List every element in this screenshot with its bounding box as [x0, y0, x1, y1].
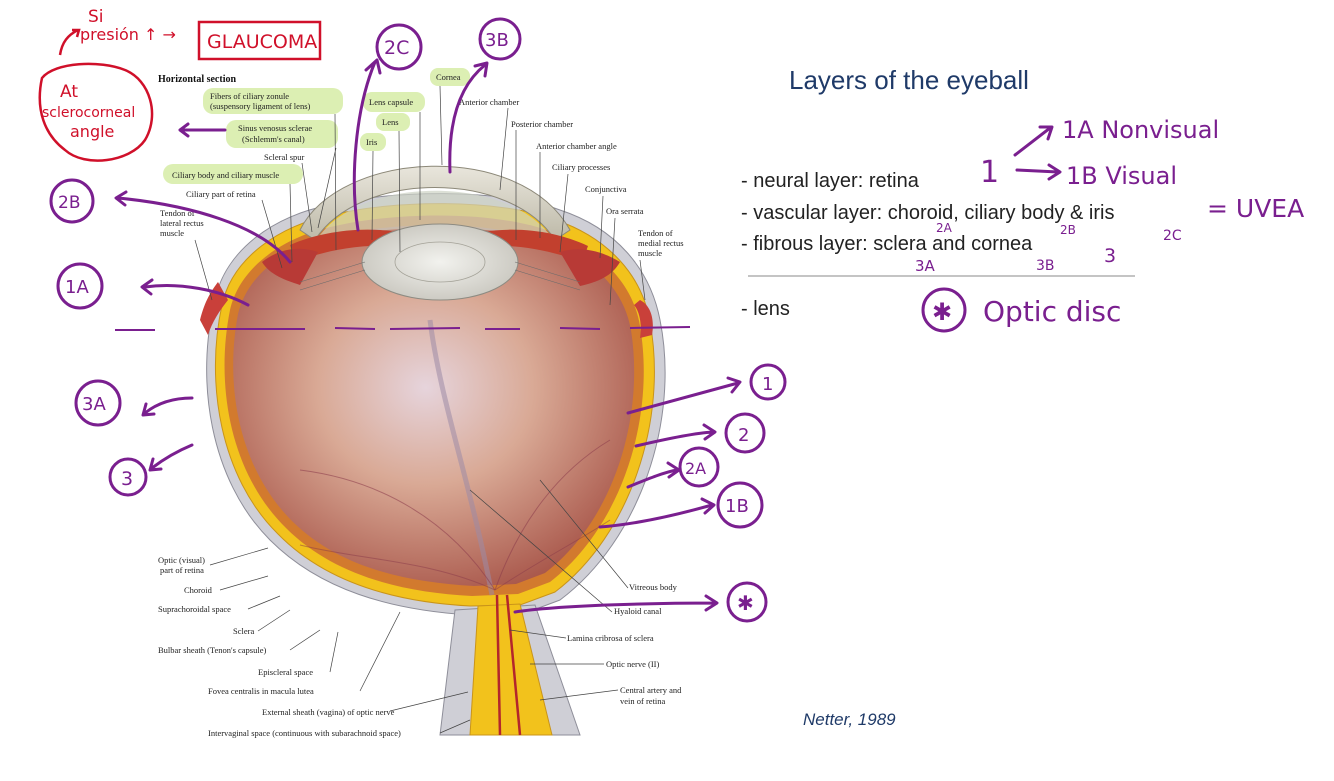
hw-star: ✱	[932, 298, 952, 326]
eyeball-diagram	[200, 166, 665, 735]
label-suprachoroidal: Suprachoroidal space	[158, 604, 231, 614]
arrow-3	[150, 445, 192, 470]
label-ciliary-part: Ciliary part of retina	[186, 189, 256, 199]
label-central-artery: Central artery and	[620, 685, 682, 695]
hw-circle: 3A	[82, 394, 106, 415]
hw-visual: 1B Visual	[1066, 162, 1177, 190]
bullet-neural: - neural layer: retina	[741, 170, 920, 192]
label-fovea: Fovea centralis in macula lutea	[208, 686, 314, 696]
slide-title: Layers of the eyeball	[789, 65, 1029, 95]
label-sclera: Sclera	[233, 626, 254, 636]
label-tendon-med: muscle	[638, 248, 662, 258]
hw-uvea: = UVEA	[1207, 194, 1304, 223]
hw-circle: 1	[762, 374, 773, 395]
label-scleral-spur: Scleral spur	[264, 152, 305, 162]
label-hyaloid: Hyaloid canal	[614, 606, 662, 616]
hw-three: 3	[1104, 245, 1116, 267]
label-fibers: Fibers of ciliary zonule	[210, 91, 289, 101]
label-fibers: (suspensory ligament of lens)	[210, 101, 310, 111]
label-tendon-med: medial rectus	[638, 238, 684, 248]
bullet-vascular: - vascular layer: choroid, ciliary body …	[741, 202, 1114, 224]
hw-angle: At	[60, 82, 78, 102]
label-anterior-chamber: Anterior chamber	[459, 97, 519, 107]
hw-circle: 1A	[65, 277, 89, 298]
label-iris: Iris	[366, 137, 377, 147]
hw-2a: 2A	[936, 221, 953, 235]
bullet-lens: - lens	[741, 298, 790, 320]
label-lens-capsule: Lens capsule	[369, 97, 413, 107]
hw-circle: 2	[738, 425, 749, 446]
citation: Netter, 1989	[803, 710, 896, 729]
hw-angle: sclerocorneal	[42, 105, 135, 121]
label-ciliary-body: Ciliary body and ciliary muscle	[172, 170, 279, 180]
label-bulbar-sheath: Bulbar sheath (Tenon's capsule)	[158, 645, 267, 655]
label-lamina: Lamina cribrosa of sclera	[567, 633, 654, 643]
hw-presion: presión ↑ →	[80, 25, 176, 44]
bullet-fibrous: - fibrous layer: sclera and cornea	[741, 233, 1033, 255]
label-ora-serrata: Ora serrata	[606, 206, 644, 216]
diagram-heading: Horizontal section	[158, 74, 236, 85]
hw-optic-disc: Optic disc	[983, 295, 1121, 328]
hw-circle: 2A	[685, 459, 706, 478]
label-sinus: Sinus venosus sclerae	[238, 123, 312, 133]
hw-2b: 2B	[1060, 223, 1076, 237]
arrow-1a-branch	[1015, 127, 1052, 155]
arrow-3a	[143, 398, 192, 415]
label-ciliary-processes: Ciliary processes	[552, 162, 610, 172]
label-ext-sheath: External sheath (vagina) of optic nerve	[262, 707, 395, 717]
hw-3b: 3B	[1036, 258, 1055, 274]
label-tendon-lat: lateral rectus	[160, 218, 204, 228]
label-sinus: (Schlemm's canal)	[242, 134, 305, 144]
label-tendon-lat: muscle	[160, 228, 184, 238]
hw-angle: angle	[70, 122, 114, 141]
hw-arrow	[60, 30, 79, 55]
hw-nonvisual: 1A Nonvisual	[1062, 116, 1219, 144]
label-choroid: Choroid	[184, 585, 213, 595]
label-cornea: Cornea	[436, 72, 461, 82]
label-optic-nerve: Optic nerve (II)	[606, 659, 660, 669]
hw-3a: 3A	[915, 257, 936, 275]
hw-si: Si	[88, 7, 104, 27]
label-lens: Lens	[382, 117, 399, 127]
hw-2c: 2C	[1163, 228, 1182, 244]
label-episcleral: Episcleral space	[258, 667, 313, 677]
label-central-artery: vein of retina	[620, 696, 666, 706]
hw-circle: ✱	[737, 591, 754, 615]
label-ant-chamber-angle: Anterior chamber angle	[536, 141, 617, 151]
label-optic-part: part of retina	[160, 565, 204, 575]
hw-circle: 1B	[725, 496, 749, 517]
arrow-1b-branch	[1017, 165, 1060, 179]
label-tendon-med: Tendon of	[638, 228, 673, 238]
hw-circle: 3B	[485, 30, 509, 51]
label-vitreous: Vitreous body	[629, 582, 678, 592]
hw-circle: 3	[121, 468, 133, 490]
arrow-sinus	[180, 124, 225, 136]
hw-glaucoma: GLAUCOMA	[207, 31, 317, 53]
label-conjunctiva: Conjunctiva	[585, 184, 627, 194]
hw-one: 1	[980, 155, 999, 190]
hw-circle: 2C	[384, 37, 409, 59]
label-intervaginal: Intervaginal space (continuous with suba…	[208, 728, 401, 738]
lens	[362, 224, 518, 300]
label-posterior-chamber: Posterior chamber	[511, 119, 573, 129]
label-optic-part: Optic (visual)	[158, 555, 205, 565]
hw-circle: 2B	[58, 193, 80, 213]
